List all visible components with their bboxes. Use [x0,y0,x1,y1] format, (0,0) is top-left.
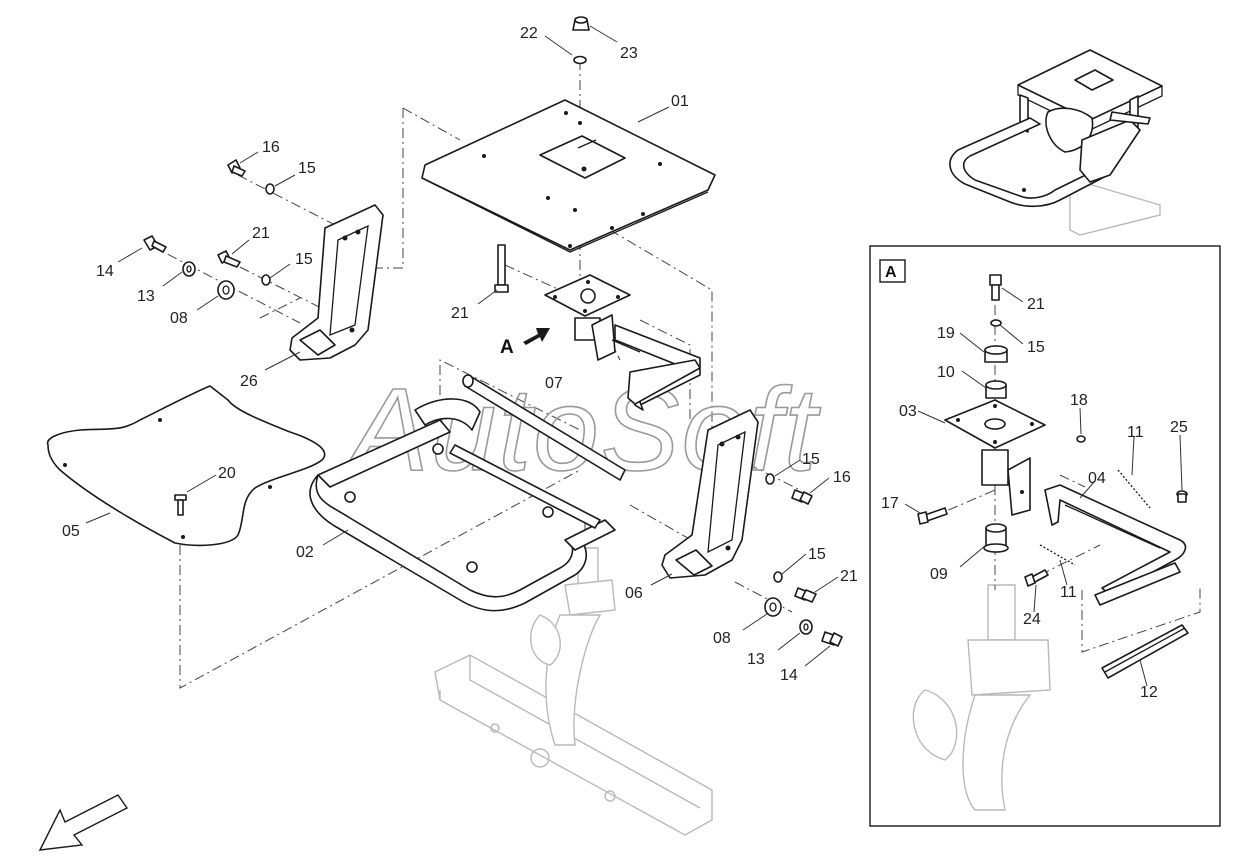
nut-23 [572,16,590,31]
adjuster-bracket [544,274,701,411]
part-labels: 01 02 03 04 05 06 07 08 08 09 10 11 11 1… [62,25,1188,701]
direction-arrow-icon [38,794,129,851]
bracket-03-detail [944,399,1046,516]
detail-frame [869,245,1221,827]
screw-25-detail [1176,490,1188,503]
washer-15-detail [990,319,1002,327]
label-22: 22 [520,25,538,42]
leader-lines [85,25,1183,687]
bolt-21-detail [989,274,1002,301]
label-14-right: 14 [780,667,798,684]
bushing-08-left [217,280,235,300]
lever-04-detail [1044,484,1187,596]
label-21-center: 21 [451,305,469,322]
washer-15-left-mid [261,274,271,286]
label-15-detail: 15 [1027,339,1045,356]
washer-22 [573,55,587,65]
bushing-08-right [764,597,782,617]
bolt-21-upper [494,244,509,293]
label-04: 04 [1088,470,1106,487]
view-a-arrow-label: A [500,337,514,358]
ghost-frame-beam [434,654,713,836]
seat-plate [421,99,716,253]
label-21-left: 21 [252,225,270,242]
label-10: 10 [937,364,955,381]
spacer-10-detail [985,380,1007,399]
label-15-left-mid: 15 [295,251,313,268]
label-14-left: 14 [96,263,114,280]
label-11-lower: 11 [1060,584,1077,601]
ghost-detail-column [912,584,1051,811]
label-13-right: 13 [747,651,765,668]
label-17: 17 [881,495,899,512]
label-13-left: 13 [137,288,155,305]
bolt-21-left [217,250,241,268]
floor-plate [46,385,326,547]
label-07: 07 [545,375,563,392]
ghost-seat-column [530,547,616,746]
label-12: 12 [1140,684,1158,701]
right-side-bracket [661,409,759,579]
left-side-bracket [289,204,384,361]
label-09: 09 [930,566,948,583]
bushing-19-detail [984,345,1008,363]
bolt-14-right [821,631,843,647]
label-03: 03 [899,403,917,420]
washer-13-left [182,261,196,277]
label-05: 05 [62,523,80,540]
bolt-24-detail [1024,569,1049,587]
label-23: 23 [620,45,638,62]
detail-tag-box [879,259,906,283]
bolt-21-right [794,587,817,603]
bushing-09-detail [983,523,1009,553]
label-11-upper: 11 [1127,424,1144,441]
label-08-left: 08 [170,310,188,327]
label-08-right: 08 [713,630,731,647]
detail-view-a: A [869,245,1221,827]
label-25: 25 [1170,419,1188,436]
rack-upper-detail [1094,562,1181,606]
label-26: 26 [240,373,258,390]
label-02: 02 [296,544,314,561]
label-24: 24 [1023,611,1041,628]
label-21-right: 21 [840,568,858,585]
label-15-left-top: 15 [298,160,316,177]
washer-13-right [799,619,813,635]
label-20: 20 [218,465,236,482]
screw-20 [174,494,187,516]
bolt-16-right [791,489,813,505]
bolt-16-left [227,159,246,177]
label-18: 18 [1070,392,1088,409]
bolt-14-left [143,235,167,253]
spring-11-upper [1117,469,1151,509]
washer-15-right-top [765,473,775,485]
label-01: 01 [671,93,689,110]
label-06: 06 [625,585,643,602]
label-15-right-mid: 15 [808,546,826,563]
screw-18-detail [1076,435,1086,443]
washer-15-left-top [265,183,275,195]
spring-11-lower [1039,544,1076,566]
support-rods [414,359,701,529]
label-16-right: 16 [833,469,851,486]
lower-frame [309,419,616,612]
bolt-17-detail [917,507,948,525]
view-a-arrow [523,328,550,345]
rack-12-detail [1101,624,1189,679]
assembly-thumbnail [949,49,1163,236]
detail-tag: A [885,264,897,281]
label-15-right-top: 15 [802,451,820,468]
label-16-left: 16 [262,139,280,156]
label-21-detail: 21 [1027,296,1045,313]
label-19: 19 [937,325,955,342]
washer-15-right-mid [773,571,783,583]
